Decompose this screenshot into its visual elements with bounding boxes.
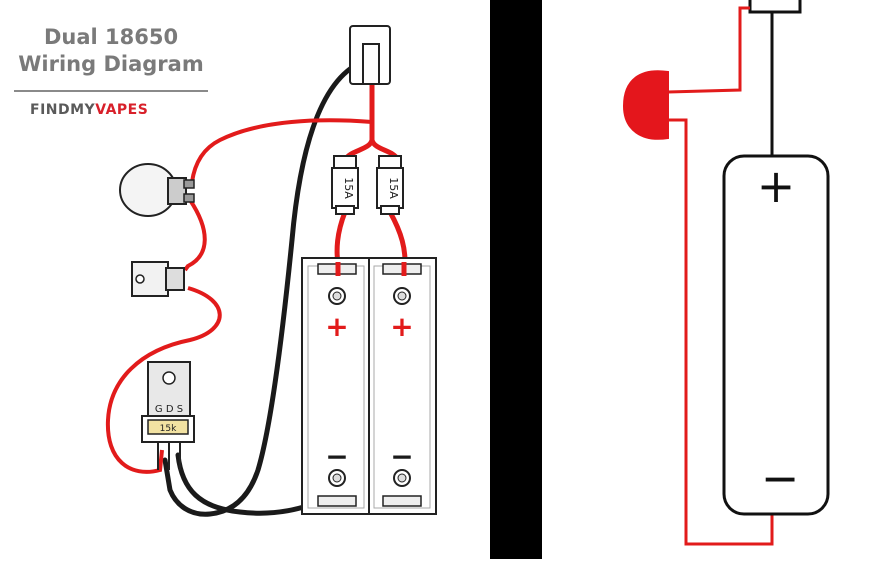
- title-divider: [14, 90, 208, 92]
- sketch-battery-negative: −: [761, 451, 800, 505]
- fuse-left: [331, 155, 359, 215]
- battery-holder: [301, 257, 437, 515]
- sketch-battery: [722, 154, 830, 516]
- battery-left-positive: +: [325, 310, 348, 343]
- sketch-fire-button: [622, 70, 669, 140]
- negative-wire-main: [162, 59, 365, 517]
- diagram-title: Dual 18650 Wiring Diagram: [12, 24, 210, 78]
- mosfet-pin-labels: G D S: [155, 404, 183, 415]
- sketch-connector: [748, 0, 802, 14]
- mosfet: [141, 361, 195, 470]
- brand-part-2: VAPES: [95, 102, 149, 118]
- battery-right-positive: +: [390, 310, 413, 343]
- fuse-left-label: 15A: [342, 177, 355, 199]
- 510-pin: [362, 43, 380, 85]
- fire-button: [119, 163, 195, 217]
- resistor-label: 15k: [160, 424, 177, 434]
- switch-wire-gate: [183, 198, 207, 272]
- battery-left-negative: −: [325, 440, 348, 473]
- switch-wire-positive: [190, 118, 373, 183]
- brand-part-1: FINDMY: [30, 102, 96, 118]
- panel-divider: [490, 0, 542, 559]
- battery-right-negative: −: [390, 440, 413, 473]
- sketch-return-wire: [668, 118, 774, 546]
- sketch-positive-wire: [667, 6, 750, 94]
- resistor: [147, 419, 189, 435]
- fuse-right-label: 15A: [387, 177, 400, 199]
- title-line-2: Wiring Diagram: [18, 52, 204, 76]
- fuse-right: [376, 155, 404, 215]
- title-line-1: Dual 18650: [43, 25, 179, 49]
- brand-logo: FINDMYVAPES: [30, 102, 148, 118]
- gate-wire: [105, 286, 222, 474]
- wire-connector: [131, 261, 185, 297]
- sketch-battery-positive: +: [757, 159, 796, 213]
